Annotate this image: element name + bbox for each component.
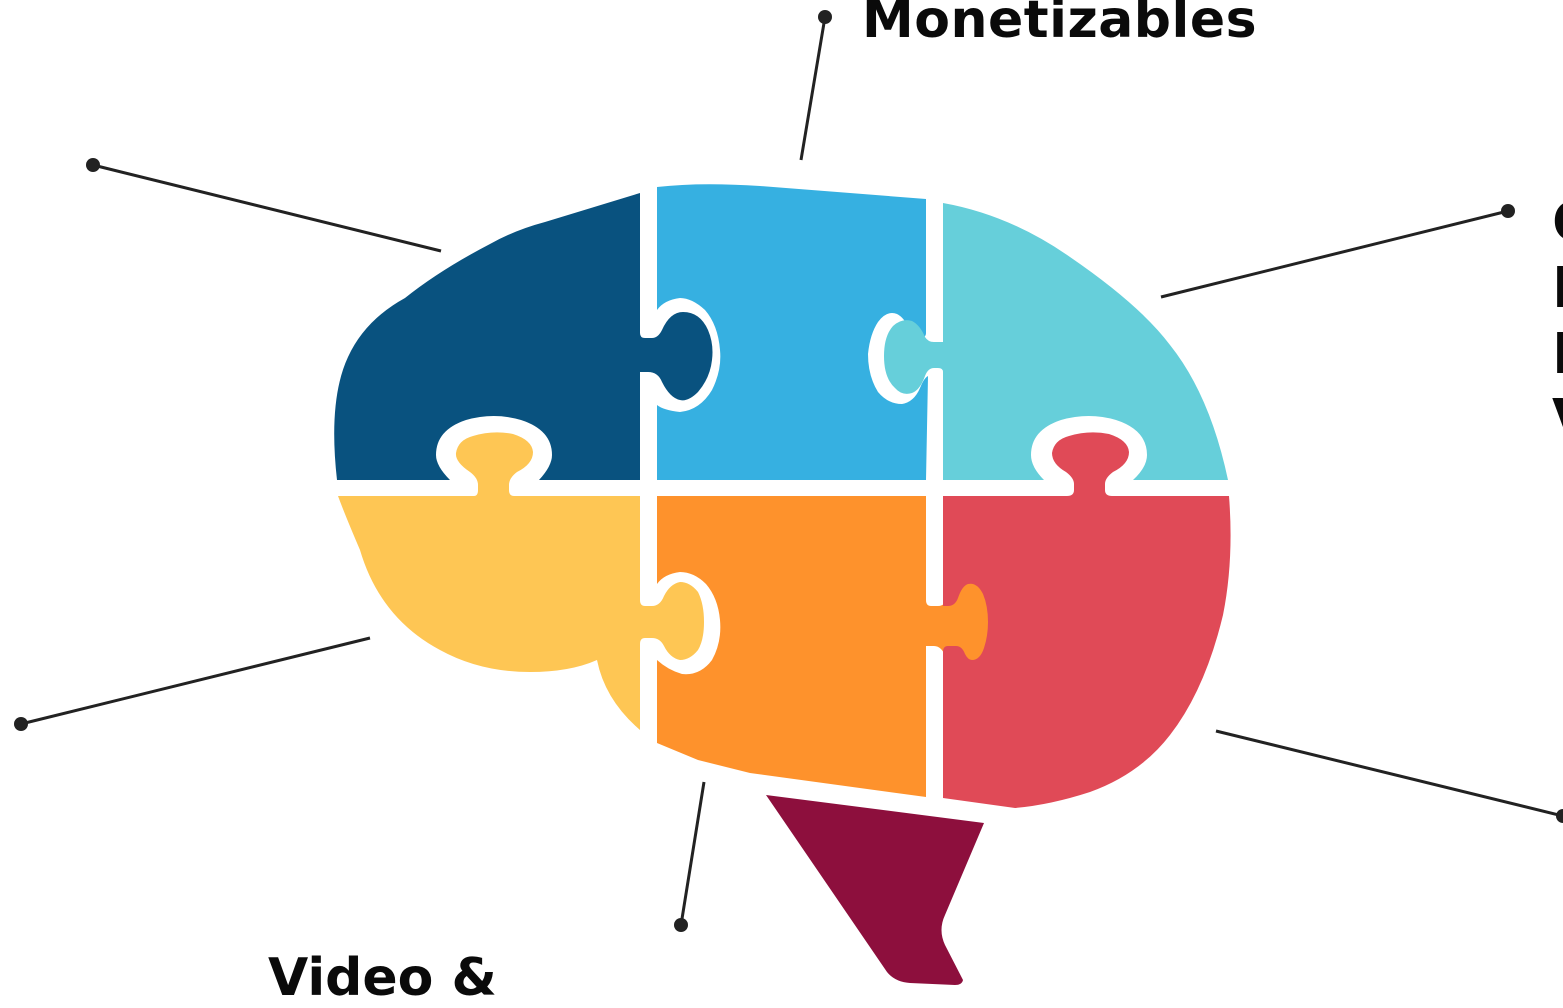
puzzle-piece-top-left	[334, 193, 713, 480]
connector-top-line	[799, 16, 827, 161]
puzzle-piece-top-middle	[657, 184, 928, 480]
connector-bottom-right-line	[1215, 729, 1563, 818]
right-callout-label: C I I V	[1552, 190, 1563, 453]
puzzle-piece-bottom-left	[338, 432, 704, 730]
connector-top-left-dot	[86, 158, 100, 172]
connector-bottom-left-dot	[14, 717, 28, 731]
puzzle-piece-bottom-right	[943, 432, 1231, 808]
connector-lines	[20, 16, 1563, 926]
connector-bottom-left-line	[20, 636, 371, 726]
connector-top-dot	[818, 10, 832, 24]
connector-top-left-line	[92, 163, 442, 253]
connector-bottom-line	[679, 781, 706, 926]
bottom-callout-label: Video &	[268, 948, 497, 1008]
connector-top-right-dot	[1501, 204, 1515, 218]
top-callout-label: Monetizables	[862, 0, 1258, 50]
puzzle-piece-top-right	[884, 203, 1228, 480]
connector-bottom-dot	[674, 918, 688, 932]
connector-dots	[14, 10, 1563, 932]
puzzle-brain	[334, 184, 1231, 985]
connector-bottom-right-dot	[1556, 809, 1563, 823]
puzzle-piece-bottom-middle	[657, 496, 1002, 797]
brain-stem	[766, 795, 984, 985]
connector-top-right-line	[1160, 209, 1509, 299]
